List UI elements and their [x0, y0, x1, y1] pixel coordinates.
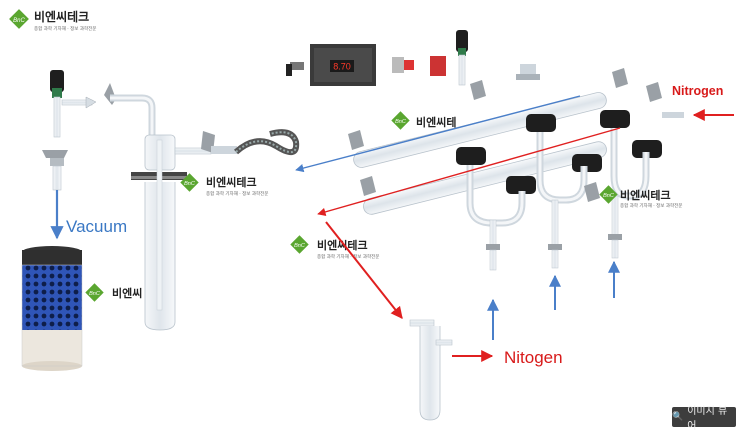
watermark-name: 비엔씨테크 [620, 188, 671, 202]
brand-logo: BnC 비엔씨테크 종합 과학 기자재 · 정보 과학전문 [9, 9, 96, 32]
watermark-trap: BnC 비엔씨테크 종합 과학 기자재 · 정보 과학전문 [180, 173, 268, 197]
logo-name: 비엔씨테크 [34, 9, 89, 24]
watermark-name: 비엔씨테 [416, 115, 456, 129]
schlenk-tube [409, 319, 453, 421]
watermark-name: 비엔씨테크 [206, 175, 257, 189]
watermark-manifold-right: BnC 비엔씨테크 종합 과학 기자재 · 정보 과학전문 [599, 185, 682, 209]
dewar-trap [21, 246, 83, 371]
vacuum-label: Vacuum [66, 217, 127, 236]
vacuum-gauge-controller: 8.70 [286, 30, 468, 86]
watermark-manifold-top: BnC 비엔씨테 [391, 111, 456, 130]
watermark-center: BnC 비엔씨테크 종합 과학 기자재 · 정보 과학전문 [290, 235, 379, 260]
watermark-name: 비엔씨테크 [317, 238, 368, 252]
vacuum-flow: Vacuum [50, 190, 127, 240]
vacuum-stopcock-assembly [42, 70, 116, 191]
image-viewer-button[interactable]: 🔍 이미지 뷰어 [672, 406, 736, 432]
double-manifold [348, 64, 684, 271]
nitogen-label: Nitogen [504, 348, 563, 367]
watermark-badge: BnC [89, 291, 100, 297]
gauge-display: 8.70 [333, 62, 351, 72]
watermark-badge: BnC [184, 181, 195, 187]
watermark-tagline: 종합 과학 기자재 · 정보 과학전문 [317, 253, 379, 260]
watermark-tagline: 종합 과학 기자재 · 정보 과학전문 [620, 202, 682, 209]
image-viewer-label: 이미지 뷰어 [687, 406, 728, 432]
cold-trap [110, 94, 237, 331]
watermark-badge: BnC [294, 243, 305, 249]
watermark-name: 비엔씨 [112, 286, 142, 300]
watermark-badge: BnC [603, 193, 614, 199]
nitrogen-flow-line [317, 127, 621, 216]
watermark-tagline: 종합 과학 기자재 · 정보 과학전문 [206, 190, 268, 197]
watermark-badge: BnC [395, 119, 406, 125]
logo-tagline: 종합 과학 기자재 · 정보 과학전문 [34, 25, 96, 32]
nitrogen-to-flask-arrow [325, 221, 403, 319]
magnifier-icon: 🔍 [672, 412, 684, 422]
vacuum-flow-line [295, 95, 581, 173]
logo-badge-text: BnC [13, 18, 25, 24]
vacuum-hose [233, 129, 300, 155]
nitrogen-label: Nitrogen [672, 84, 723, 98]
watermark-dewar: BnC 비엔씨 [85, 283, 142, 302]
